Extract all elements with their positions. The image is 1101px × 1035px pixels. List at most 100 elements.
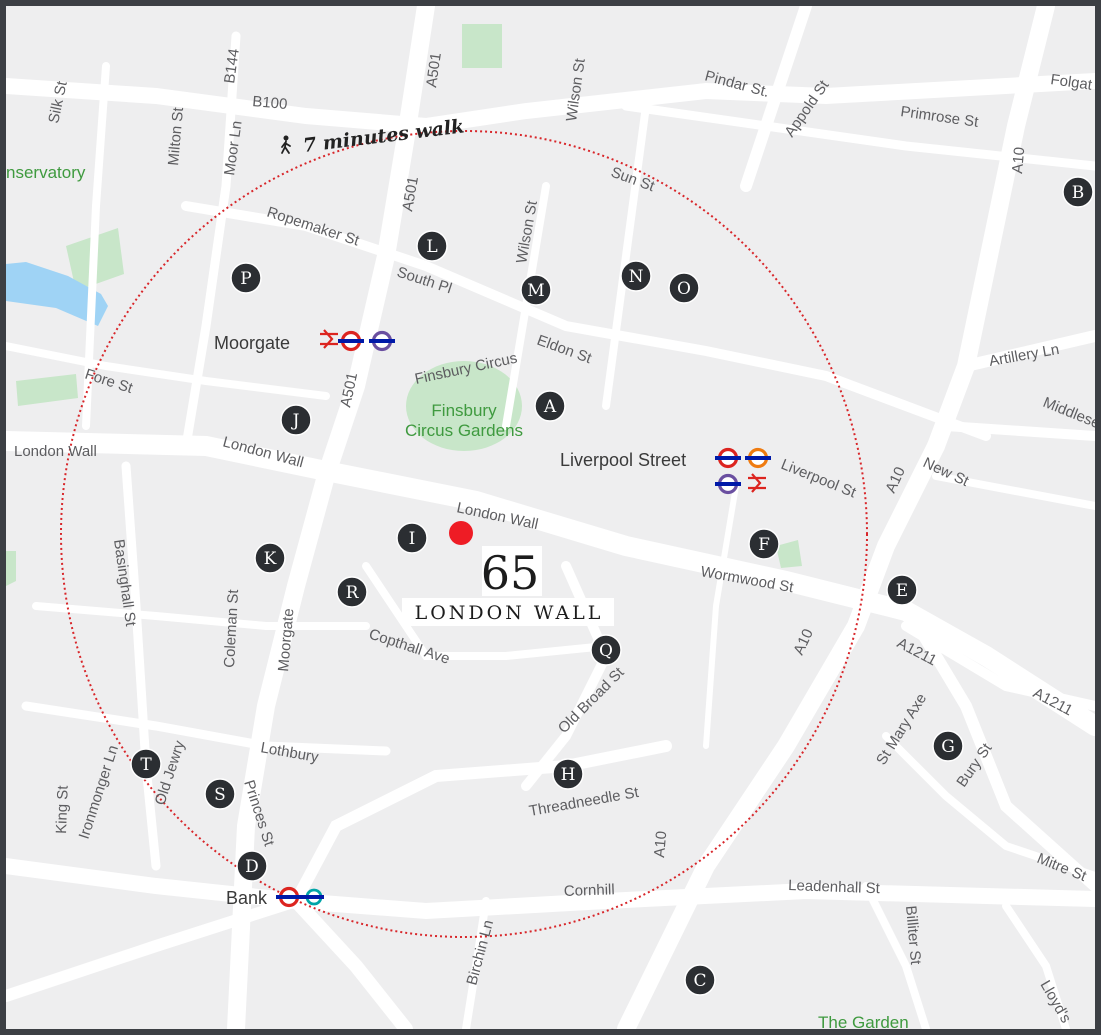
marker-letter: E	[896, 581, 908, 601]
street-label: London Wall	[14, 443, 97, 460]
area-label-the-garden: The Garden	[818, 1013, 909, 1029]
marker-letter: G	[941, 737, 955, 757]
location-marker-p[interactable]: P	[230, 262, 262, 294]
location-marker-n[interactable]: N	[620, 260, 652, 292]
location-marker-t[interactable]: T	[130, 748, 162, 780]
street-label: Liverpool St	[779, 456, 860, 502]
location-marker-e[interactable]: E	[886, 574, 918, 606]
marker-circle	[886, 574, 918, 606]
national-rail-icon	[748, 473, 766, 493]
park-edge	[6, 551, 16, 586]
location-marker-h[interactable]: H	[552, 758, 584, 790]
dlr-roundel-icon	[302, 888, 324, 906]
station-label: Moorgate	[214, 333, 290, 353]
marker-letter: D	[245, 857, 259, 877]
marker-circle	[416, 230, 448, 262]
marker-circle	[748, 528, 780, 560]
water-barbican	[6, 262, 108, 326]
walk-radius-circle	[60, 130, 868, 938]
location-marker-j[interactable]: J	[280, 404, 312, 436]
street-label: Birchin Ln	[463, 918, 497, 987]
marker-circle	[1062, 176, 1094, 208]
street-label: B100	[252, 93, 288, 113]
underground-roundel-icon	[715, 447, 741, 469]
map-canvas[interactable]: Silk St B144 A501 Milton St B100 Moor Ln…	[6, 6, 1095, 1029]
street-label: Leadenhall St	[788, 877, 881, 897]
location-marker-c[interactable]: C	[684, 964, 716, 996]
marker-circle	[684, 964, 716, 996]
street-label: New St	[920, 454, 972, 490]
marker-circle	[230, 262, 262, 294]
street-label: Billiter St	[902, 905, 924, 966]
location-marker-m[interactable]: M	[520, 274, 552, 306]
location-marker-g[interactable]: G	[932, 730, 964, 762]
street-label: Lothbury	[259, 739, 320, 766]
walking-person-icon	[281, 135, 291, 154]
station-bank[interactable]: Bank	[226, 886, 324, 908]
location-marker-s[interactable]: S	[204, 778, 236, 810]
marker-letter: H	[561, 765, 576, 785]
location-marker-i[interactable]: I	[396, 522, 428, 554]
park-f	[776, 540, 802, 568]
finsbury-circus-gardens	[406, 361, 522, 451]
marker-letter: R	[346, 583, 360, 603]
street-label: Moorgate	[275, 608, 297, 673]
street-label: Wilson St	[563, 57, 589, 123]
park-top	[462, 24, 502, 68]
location-marker-d[interactable]: D	[236, 850, 268, 882]
marker-letter: N	[629, 267, 644, 287]
street-label: A10	[1009, 146, 1028, 174]
building-label-bg	[482, 546, 542, 596]
area-label-finsbury-1: Finsbury	[431, 401, 497, 420]
overground-roundel-icon	[745, 447, 771, 469]
location-marker-l[interactable]: L	[416, 230, 448, 262]
building-name: LONDON WALL	[415, 602, 604, 624]
location-marker-k[interactable]: K	[254, 542, 286, 574]
building-number: 65	[481, 546, 540, 600]
street-labels: Silk St B144 A501 Milton St B100 Moor Ln…	[14, 47, 1095, 1026]
building-location-dot[interactable]	[449, 521, 473, 545]
marker-circle	[932, 730, 964, 762]
station-liverpool-street[interactable]: Liverpool Street	[560, 447, 771, 495]
marker-letter: S	[214, 785, 226, 805]
street-label: Moor Ln	[221, 120, 245, 177]
location-marker-a[interactable]: A	[534, 390, 566, 422]
park-left-low	[16, 374, 78, 406]
station-moorgate[interactable]: Moorgate	[214, 329, 395, 353]
marker-circle	[254, 542, 286, 574]
street-label: Primrose St	[899, 103, 980, 131]
location-marker-b[interactable]: B	[1062, 176, 1094, 208]
marker-circle	[130, 748, 162, 780]
street-label: Cornhill	[564, 881, 615, 900]
marker-letter: J	[291, 411, 300, 431]
marker-letter: P	[240, 269, 251, 289]
marker-circle	[620, 260, 652, 292]
marker-letter: M	[527, 281, 544, 301]
roads	[6, 6, 1095, 1029]
marker-circle	[280, 404, 312, 436]
marker-circle	[520, 274, 552, 306]
marker-circle	[534, 390, 566, 422]
marker-circle	[552, 758, 584, 790]
street-label: Artillery Ln	[988, 341, 1061, 370]
street-label: Coleman St	[221, 588, 242, 668]
street-label: Eldon St	[535, 332, 595, 368]
marker-circle	[590, 634, 622, 666]
location-markers: A B C D E F G H I J K L M N O P Q R S T	[130, 176, 1094, 996]
location-marker-q[interactable]: Q	[590, 634, 622, 666]
marker-circle	[668, 272, 700, 304]
marker-letter: T	[140, 755, 152, 775]
street-label: A501	[399, 175, 422, 212]
marker-circle	[236, 850, 268, 882]
location-marker-r[interactable]: R	[336, 576, 368, 608]
street-label: Ironmonger Ln	[76, 743, 122, 841]
marker-circle	[336, 576, 368, 608]
street-label: Threadneedle St	[528, 784, 641, 820]
marker-circle	[204, 778, 236, 810]
location-marker-f[interactable]: F	[748, 528, 780, 560]
street-label: A10	[790, 626, 817, 657]
location-marker-o[interactable]: O	[668, 272, 700, 304]
street-label: Middlese	[1041, 394, 1095, 432]
underground-roundel-icon	[369, 330, 395, 352]
